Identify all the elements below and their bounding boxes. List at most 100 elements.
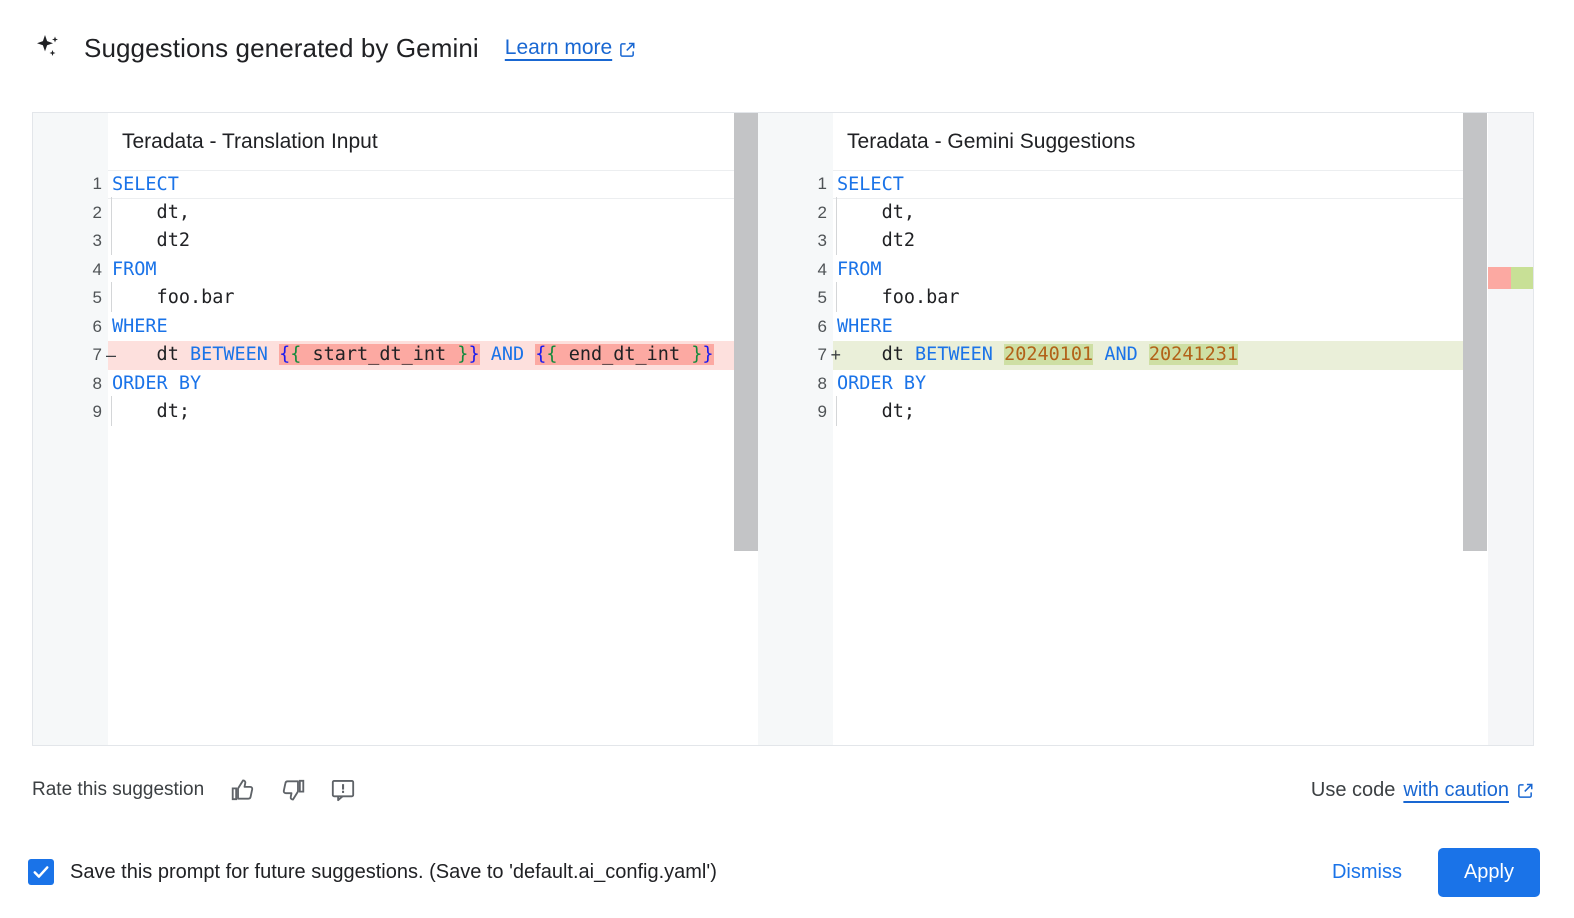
overview-marker-insertion[interactable] — [1511, 267, 1533, 289]
save-prompt-label: Save this prompt for future suggestions.… — [70, 860, 717, 883]
line-number: 5 — [92, 288, 102, 308]
code-token: dt — [837, 344, 915, 365]
with-caution-link[interactable]: with caution — [1403, 778, 1509, 801]
overview-marker-deletion[interactable] — [1488, 267, 1511, 289]
right-line-gutter — [758, 170, 834, 745]
rate-label: Rate this suggestion — [32, 779, 205, 800]
code-token: dt, — [112, 201, 190, 223]
page-title: Suggestions generated by Gemini — [84, 32, 479, 63]
code-token: AND — [1104, 344, 1138, 365]
code-token: end_dt_int — [557, 344, 692, 365]
diff-sign: + — [830, 345, 842, 366]
external-link-icon — [1517, 782, 1534, 799]
use-code-notice: Use code with caution — [1311, 779, 1534, 802]
code-line: 7– dt BETWEEN {{ start_dt_int }} AND {{ … — [33, 341, 735, 370]
code-text: ORDER BY — [108, 370, 734, 399]
code-line: 4 FROM — [33, 256, 734, 285]
code-token: { — [279, 344, 291, 365]
code-text: dt; — [108, 396, 734, 427]
code-token: FROM — [837, 258, 882, 280]
diff-overview-ruler[interactable] — [1487, 113, 1533, 745]
thumb-down-icon[interactable] — [276, 773, 310, 807]
code-line: 3 dt2 — [758, 225, 1463, 256]
left-pane-header: Teradata - Translation Input — [33, 113, 735, 170]
line-number: 7+ — [817, 345, 842, 366]
code-token: ORDER BY — [837, 372, 927, 394]
code-text: dt; — [833, 396, 1463, 427]
line-number: 6 — [92, 316, 102, 336]
rating-icon-group — [226, 773, 360, 807]
code-token — [268, 344, 279, 365]
report-feedback-icon[interactable] — [326, 773, 360, 807]
code-text: dt2 — [108, 225, 734, 256]
code-token: 20240101 — [1004, 344, 1094, 365]
use-code-prefix: Use code — [1310, 778, 1396, 801]
line-number: 2 — [817, 202, 828, 222]
code-token: { — [290, 344, 302, 365]
line-number: 6 — [817, 316, 828, 336]
code-text: dt, — [833, 196, 1463, 228]
code-text: dt2 — [833, 225, 1463, 256]
code-token: ORDER BY — [112, 372, 202, 394]
code-line: 9 dt; — [758, 396, 1463, 427]
code-token: dt2 — [112, 230, 190, 251]
dismiss-button[interactable]: Dismiss — [1314, 851, 1420, 894]
code-token: SELECT — [112, 174, 179, 195]
code-token: WHERE — [112, 315, 168, 337]
line-number: 3 — [92, 231, 102, 251]
code-text: foo.bar — [108, 282, 734, 313]
learn-more-label: Learn more — [504, 36, 613, 59]
right-pane-title: Teradata - Gemini Suggestions — [847, 129, 1136, 153]
code-text: SELECT — [833, 170, 1463, 199]
line-number: 8 — [817, 373, 828, 393]
code-line: 7+ dt BETWEEN 20240101 AND 20241231 — [758, 341, 1463, 370]
code-text: ORDER BY — [833, 370, 1463, 399]
save-prompt-checkbox[interactable] — [28, 859, 54, 885]
code-text: dt BETWEEN 20240101 AND 20241231 — [833, 341, 1463, 370]
code-text: foo.bar — [833, 282, 1463, 313]
code-line: 3 dt2 — [33, 225, 734, 256]
code-token: dt — [112, 344, 190, 365]
inserted-line-background — [833, 341, 1463, 370]
code-token: 20241231 — [1148, 344, 1239, 365]
line-number: 7– — [92, 345, 116, 366]
code-token — [1138, 344, 1149, 365]
right-scrollbar-track[interactable] — [1463, 113, 1487, 745]
code-token: } — [457, 344, 469, 365]
code-token: } — [691, 344, 703, 365]
left-line-gutter — [33, 170, 108, 745]
thumb-up-icon[interactable] — [226, 773, 260, 807]
right-pane-header: Teradata - Gemini Suggestions — [758, 113, 1463, 170]
line-number: 4 — [92, 259, 102, 279]
code-line: 2 dt, — [758, 196, 1463, 228]
left-scrollbar-thumb[interactable] — [734, 113, 759, 551]
code-token — [524, 344, 535, 365]
code-line: 9 dt; — [33, 396, 734, 427]
code-token: BETWEEN — [914, 344, 993, 365]
code-line: 5 foo.bar — [33, 282, 734, 313]
right-scrollbar-thumb[interactable] — [1463, 113, 1487, 551]
external-link-icon — [619, 40, 636, 57]
code-text: FROM — [108, 256, 734, 285]
code-token: BETWEEN — [189, 344, 268, 365]
code-token: dt; — [837, 401, 915, 422]
apply-button[interactable]: Apply — [1437, 847, 1540, 897]
footer-actions: Save this prompt for future suggestions.… — [28, 846, 1540, 898]
left-scrollbar-track[interactable] — [734, 113, 759, 745]
code-token: dt2 — [837, 230, 915, 251]
learn-more-link[interactable]: Learn more — [505, 36, 636, 60]
code-token: dt, — [837, 201, 915, 223]
line-number: 8 — [92, 373, 102, 393]
left-pane-title: Teradata - Translation Input — [122, 129, 378, 153]
code-line: 8 ORDER BY — [758, 370, 1463, 399]
code-token: { — [546, 344, 558, 365]
